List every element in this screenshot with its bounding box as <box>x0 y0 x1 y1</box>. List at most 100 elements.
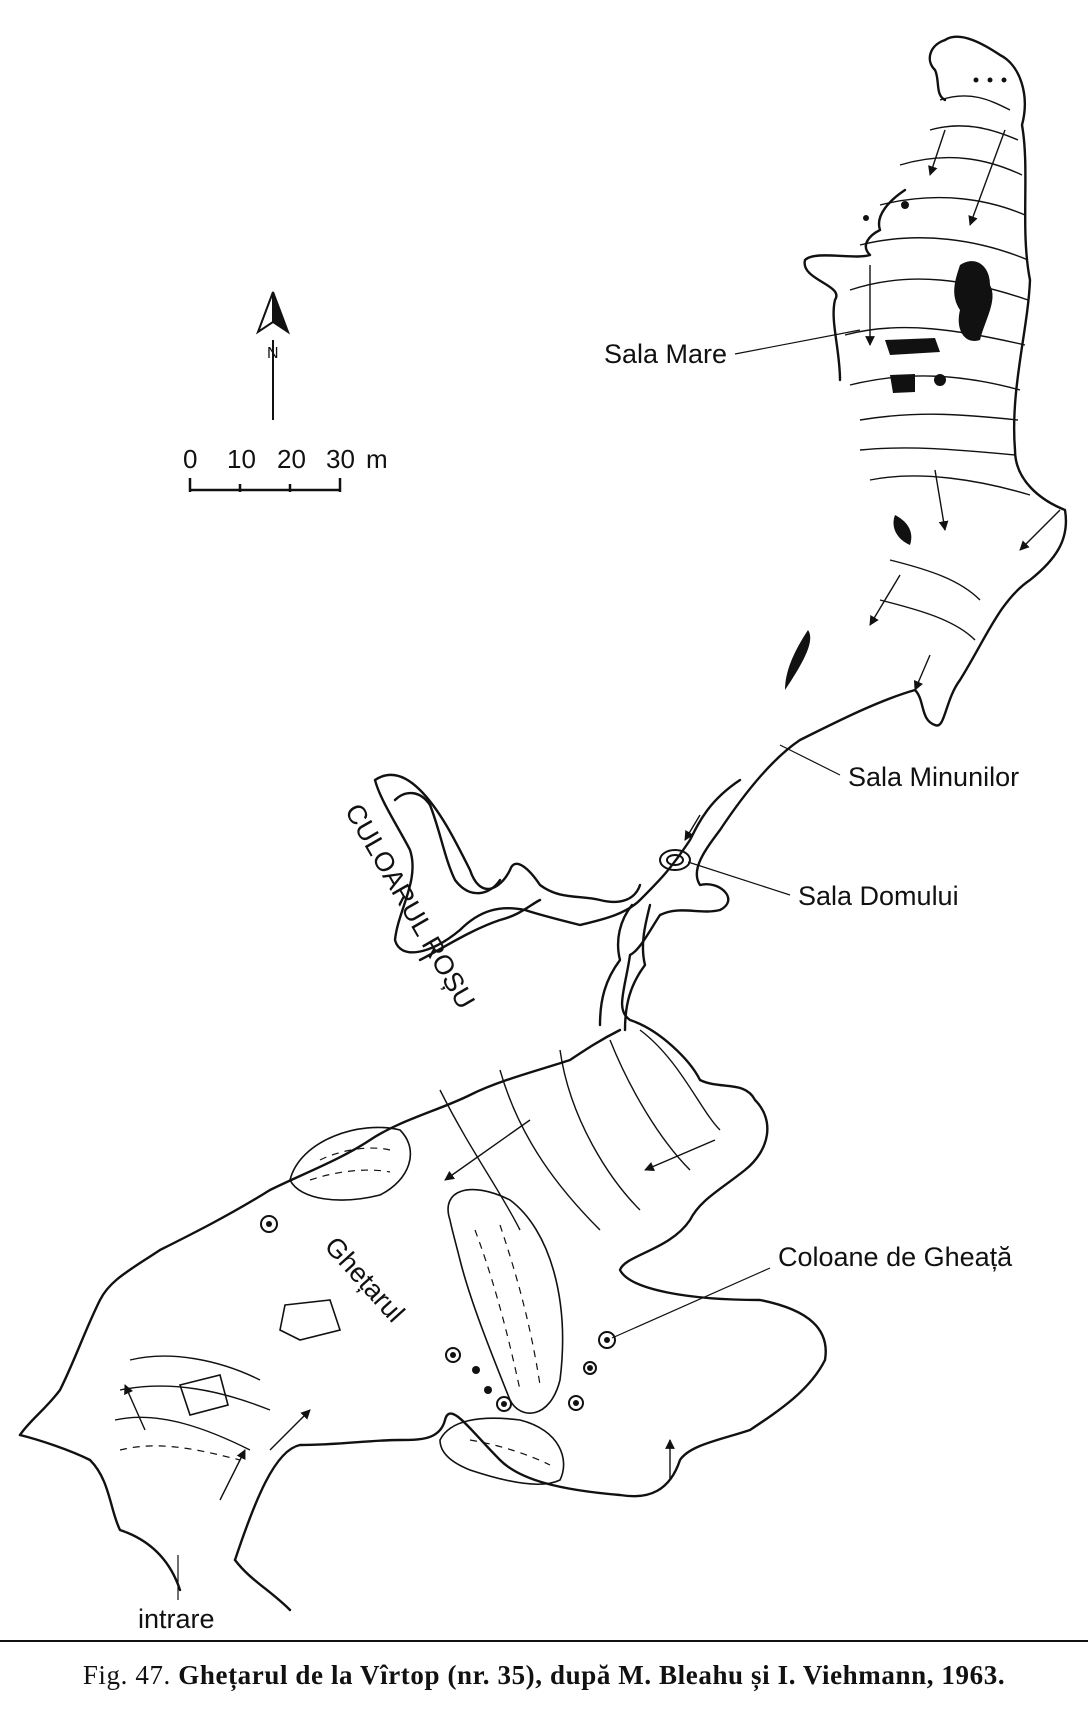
north-label: N <box>267 345 279 362</box>
cave-outline-west <box>373 773 742 954</box>
ice-column <box>573 1400 579 1406</box>
ice-hatching <box>319 1147 391 1161</box>
leader-sala-mare <box>734 329 861 355</box>
ice-hatching <box>499 1224 541 1386</box>
north-tip <box>928 38 947 102</box>
label-sala-mare: Sala Mare <box>604 339 727 369</box>
ice-hatching <box>309 1169 391 1181</box>
ice-column <box>450 1352 456 1358</box>
contour <box>929 125 1019 141</box>
dark-formation <box>785 630 811 690</box>
caption-number: 47. <box>135 1660 171 1690</box>
dome <box>666 854 684 866</box>
label-culoarul-rosu: CULOARUL ROȘU <box>339 799 481 1015</box>
caption-text: Ghețarul de la Vîrtop (nr. 35), după M. … <box>178 1660 1006 1690</box>
contour <box>859 447 1016 456</box>
contour <box>879 196 1026 216</box>
leader-sala-minunilor <box>779 744 841 776</box>
ice-column <box>445 1347 461 1363</box>
ice-hatching <box>469 1439 551 1466</box>
label-sala-domului: Sala Domului <box>798 881 959 911</box>
ice-block <box>178 1374 229 1416</box>
contour <box>609 1039 691 1171</box>
culoarul-rosu <box>393 791 542 962</box>
north-arrow: N <box>255 291 291 420</box>
scale-tick-0: 0 <box>183 444 197 474</box>
ice-column <box>260 1215 278 1233</box>
slope-arrow <box>684 814 701 841</box>
slope-arrow <box>968 129 1006 226</box>
contour <box>639 1029 721 1131</box>
slope-arrow <box>1019 509 1061 551</box>
label-ghetarul: Ghețarul <box>319 1231 411 1328</box>
contour <box>939 95 1011 111</box>
contour <box>129 1355 261 1381</box>
dark-formation <box>885 338 940 355</box>
figure-caption: Fig. 47. Ghețarul de la Vîrtop (nr. 35),… <box>0 1660 1088 1691</box>
ice-column <box>901 201 909 209</box>
ice-column <box>472 1366 480 1374</box>
ice-column <box>973 77 979 83</box>
ice-lens-central <box>447 1188 564 1414</box>
dark-formation <box>890 374 915 393</box>
entrance-wall-right <box>233 1558 292 1612</box>
contour <box>859 413 1019 421</box>
scale-tick-20: 20 <box>277 444 306 474</box>
ice-lens-left <box>289 1126 412 1201</box>
scale-tick-30: 30 <box>326 444 355 474</box>
connector-passage <box>598 903 652 1032</box>
ice-column <box>501 1401 507 1407</box>
slope-arrow <box>219 1449 246 1501</box>
ice-lens-south <box>439 1417 565 1485</box>
dome <box>659 849 691 871</box>
ice-hatching <box>119 1445 241 1461</box>
dark-formation <box>954 261 993 341</box>
slope-arrow <box>913 654 931 691</box>
contour <box>844 326 1026 346</box>
ice-column <box>598 1331 616 1349</box>
ice-column <box>863 215 869 221</box>
slope-arrow <box>644 1139 716 1172</box>
slope-arrow <box>124 1384 146 1431</box>
ice-column <box>266 1221 272 1227</box>
glacier-outline-west <box>18 1028 622 1437</box>
ice-column <box>583 1361 597 1375</box>
slope-arrow <box>444 1119 531 1181</box>
ice-column <box>1001 77 1007 83</box>
contour <box>439 1089 521 1231</box>
contour <box>114 1416 251 1451</box>
scale-unit: m <box>366 444 388 474</box>
contour <box>859 237 1029 261</box>
cave-map: N 0 10 20 30 m Sala Mare Sala Minunilor … <box>18 35 1068 1634</box>
contour <box>899 156 1023 176</box>
contour <box>119 1385 271 1411</box>
ice-column <box>587 1365 593 1371</box>
leader-sala-domului <box>687 861 791 896</box>
entrance-wall-left <box>18 1433 182 1592</box>
contour <box>559 1049 641 1211</box>
west-lobe <box>803 188 907 382</box>
label-intrare: intrare <box>138 1604 215 1634</box>
caption-rule <box>0 1640 1088 1642</box>
leader-coloane <box>611 1267 771 1339</box>
north-arrow-icon <box>255 291 274 335</box>
slope-arrow <box>934 469 949 531</box>
ice-column <box>484 1386 492 1394</box>
contour <box>889 559 981 601</box>
slope-arrow <box>928 129 946 176</box>
ice-column <box>604 1337 610 1343</box>
contour <box>849 278 1029 301</box>
ice-column <box>568 1395 584 1411</box>
contour <box>869 475 1031 496</box>
scale-tick-10: 10 <box>227 444 256 474</box>
dark-formation <box>893 515 912 545</box>
ice-hatching <box>474 1229 521 1391</box>
ice-column <box>496 1396 512 1412</box>
slope-arrow <box>869 574 901 626</box>
cave-outline-east <box>233 35 1068 1562</box>
ice-block <box>279 1299 342 1341</box>
label-sala-minunilor: Sala Minunilor <box>848 762 1019 792</box>
contour <box>879 599 976 641</box>
slope-arrow <box>269 1409 311 1451</box>
scale-bar <box>188 478 342 492</box>
